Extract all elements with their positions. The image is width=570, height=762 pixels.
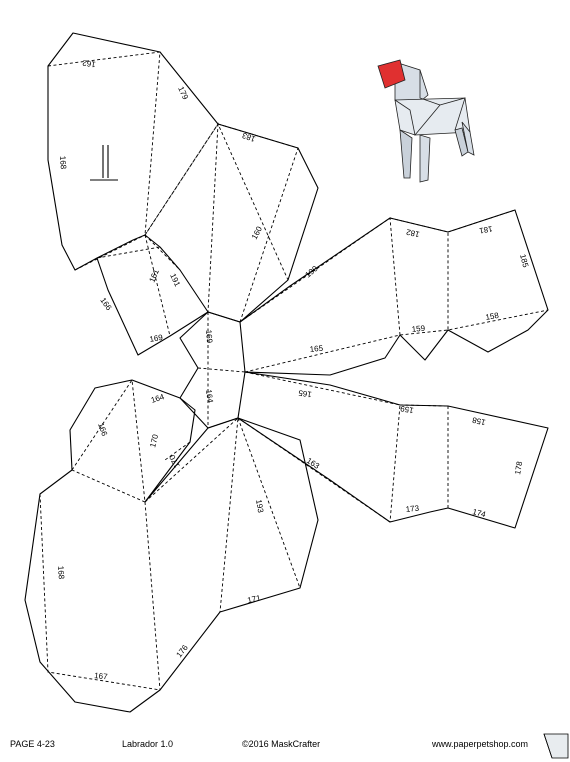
label-167: 167 — [94, 671, 109, 681]
right-upper-strip — [239, 209, 549, 376]
footer-page-number: PAGE 4-23 — [10, 739, 55, 749]
upper-left-panel — [47, 32, 319, 356]
label-170-inner: 170 — [148, 433, 160, 449]
label-174: 174 — [472, 507, 488, 519]
page-curl — [543, 733, 569, 759]
label-193: 193 — [254, 499, 265, 514]
footer-website-link[interactable]: www.paperpetshop.com — [432, 739, 529, 749]
label-166-lower: 166 — [96, 422, 109, 438]
label-164-lower: 164 — [150, 392, 166, 405]
label-165-lower: 165 — [297, 388, 312, 399]
label-182: 182 — [405, 227, 420, 239]
label-168-upper: 168 — [58, 156, 68, 170]
lower-left-panel — [24, 378, 319, 713]
label-168-lower: 168 — [56, 566, 66, 580]
label-178: 178 — [513, 460, 524, 475]
label-159-lower: 159 — [399, 404, 414, 415]
label-183: 183 — [241, 130, 257, 143]
label-160-right: 190 — [304, 264, 320, 280]
label-160-upper: 160 — [250, 224, 264, 240]
label-161: 161 — [148, 267, 162, 283]
label-173: 173 — [405, 504, 420, 514]
label-158-upper: 158 — [485, 311, 500, 322]
fold-labels: 162 179 168 183 160 161 191 166 169 169 … — [56, 58, 530, 681]
right-lower-strip — [237, 371, 549, 529]
footer-model-name: Labrador 1.0 — [122, 739, 174, 749]
footer-copyright: ©2016 MaskCrafter — [242, 739, 321, 749]
labrador-preview-illustration — [377, 59, 475, 183]
label-169-upper: 169 — [149, 333, 164, 344]
label-164-hub: 164 — [204, 389, 215, 404]
label-162: 162 — [81, 58, 96, 69]
label-191: 191 — [168, 272, 182, 288]
label-163: 163 — [305, 456, 322, 471]
label-176: 176 — [174, 643, 190, 659]
label-185-right: 185 — [518, 253, 530, 269]
label-169-hub: 169 — [204, 329, 214, 344]
label-181: 181 — [478, 224, 493, 235]
label-158-lower: 158 — [471, 415, 486, 427]
label-171: 171 — [247, 593, 262, 605]
label-165-upper: 165 — [309, 344, 324, 354]
alignment-mark — [90, 145, 118, 181]
label-159-upper: 159 — [411, 324, 426, 334]
